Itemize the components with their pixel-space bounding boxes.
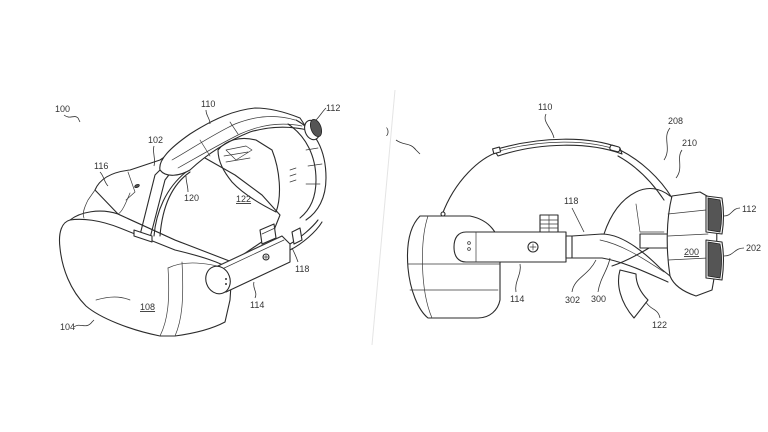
right-headset-drawing — [406, 138, 725, 319]
label-122-left: 122 — [236, 194, 251, 204]
right-labels: ) 110 208 210 118 112 200 202 114 302 30… — [386, 102, 761, 330]
label-112-right: 112 — [742, 204, 756, 214]
label-208: 208 — [668, 116, 683, 126]
label-100-partial: ) — [386, 126, 389, 136]
label-122-right: 122 — [652, 320, 667, 330]
label-100: 100 — [55, 104, 70, 114]
label-112-left: 112 — [326, 103, 340, 113]
label-110-right: 110 — [538, 102, 552, 112]
label-108: 108 — [140, 302, 155, 312]
label-120: 120 — [184, 193, 199, 203]
label-110-left: 110 — [201, 99, 215, 109]
label-210: 210 — [682, 138, 697, 148]
label-118-left: 118 — [295, 264, 309, 274]
left-labels: 100 110 112 102 116 120 122 118 114 108 … — [55, 99, 340, 332]
label-300: 300 — [591, 294, 606, 304]
label-104: 104 — [60, 322, 75, 332]
label-114-right: 114 — [510, 294, 524, 304]
label-200: 200 — [684, 247, 699, 257]
label-114-left: 114 — [250, 300, 264, 310]
view-divider — [371, 89, 396, 346]
label-102: 102 — [148, 135, 163, 145]
label-302: 302 — [565, 295, 580, 305]
left-headset-drawing — [58, 107, 327, 337]
label-202: 202 — [746, 243, 761, 253]
label-116: 116 — [94, 161, 108, 171]
label-118-right: 118 — [564, 196, 578, 206]
